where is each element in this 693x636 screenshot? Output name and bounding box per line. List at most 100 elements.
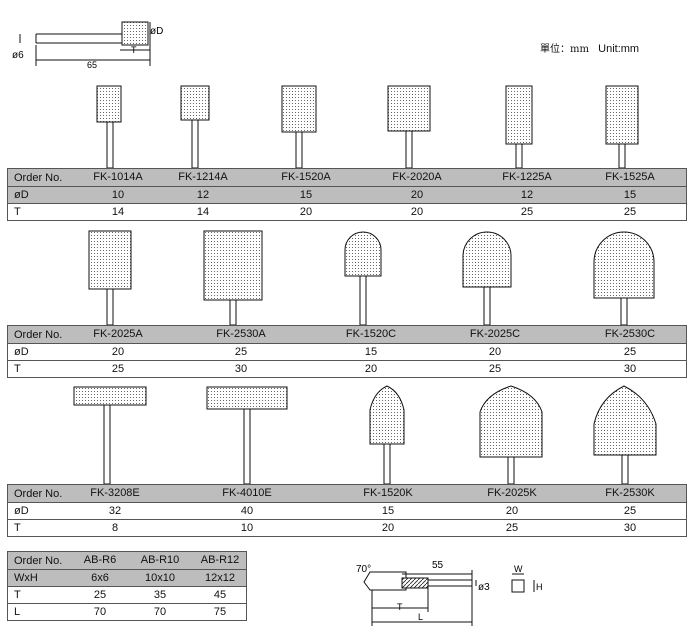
order-cell: FK-2530C — [604, 328, 656, 340]
tool-fk-1525a — [605, 85, 639, 145]
tool-fk-2025a — [88, 230, 132, 290]
diameter-row: øD 32 40 15 20 25 — [8, 502, 686, 519]
tool-fk-1014a — [96, 85, 122, 123]
t-cell: 20 — [299, 206, 313, 218]
order-cell: FK-2025A — [93, 328, 143, 340]
d-cell: 15 — [364, 346, 378, 358]
ab-dimension-diagram: 70° 55 ø3 T L W H — [356, 560, 543, 626]
ab-order-row: Order No. AB-R6 AB-R10 AB-R12 — [8, 552, 246, 569]
ab-order-cell: AB-R10 — [140, 554, 180, 566]
ab-t-row: T 25 35 45 — [8, 586, 246, 603]
order-cell: FK-1520K — [363, 487, 413, 499]
diameter-row: øD 20 25 15 20 25 — [8, 343, 686, 360]
order-cell: FK-2025K — [487, 487, 537, 499]
t-row: T 14 14 20 20 25 25 — [8, 203, 686, 220]
order-row: Order No. FK-3208E FK-4010E FK-1520K FK-… — [8, 485, 686, 502]
tool-fk-1214a — [180, 85, 210, 121]
t-row: T 25 30 20 25 30 — [8, 360, 686, 377]
tool-fk-2025c — [462, 231, 512, 288]
unit-note: 單位：mm Unit:mm — [540, 40, 639, 55]
order-row: Order No. FK-1014A FK-1214A FK-1520A FK-… — [8, 169, 686, 186]
ab-wxh-label: WxH — [14, 572, 38, 584]
tool-fk-2530c — [593, 231, 655, 299]
d-cell: 12 — [520, 189, 534, 201]
t-cell: 30 — [623, 363, 637, 375]
t-cell: 30 — [623, 522, 637, 534]
ab-l-row: L 70 70 75 — [8, 603, 246, 620]
order-cell: FK-1014A — [93, 171, 143, 183]
ab-order-label: Order No. — [14, 554, 63, 567]
table-group-2: Order No. FK-2025A FK-2530A FK-1520C FK-… — [7, 325, 687, 378]
tool-fk-1520c — [344, 231, 382, 277]
t-label: T — [14, 363, 21, 375]
ab-t-cell: 35 — [153, 589, 167, 601]
d-cell: 12 — [196, 189, 210, 201]
order-cell: FK-1525A — [605, 171, 655, 183]
d-cell: 25 — [234, 346, 248, 358]
tool-fk-2530a — [203, 230, 263, 301]
d-label: øD — [14, 189, 29, 201]
t-label: T — [14, 206, 21, 218]
tool-fk-1520a — [281, 85, 317, 133]
order-cell: FK-1520A — [281, 171, 331, 183]
ab-order-cell: AB-R6 — [83, 554, 117, 566]
t-cell: 10 — [240, 522, 254, 534]
ab-l-cell: 70 — [93, 606, 107, 618]
t-cell: 20 — [410, 206, 424, 218]
ab-wxh-cell: 6x6 — [91, 572, 109, 584]
tool-fk-2530k — [593, 385, 657, 456]
d-cell: 20 — [410, 189, 424, 201]
ab-length-label: 55 — [432, 560, 444, 571]
ab-t-cell: 25 — [93, 589, 107, 601]
ab-t-dim-label: T — [397, 602, 403, 612]
ab-w-label: W — [514, 564, 523, 574]
order-cell: FK-2020A — [392, 171, 442, 183]
ab-wxh-cell: 10x10 — [145, 572, 175, 584]
order-cell: FK-1225A — [502, 171, 552, 183]
tool-fk-1225a — [505, 85, 533, 145]
d-cell: 15 — [299, 189, 313, 201]
order-cell: FK-2025C — [469, 328, 521, 340]
dimension-diagram: øD ø6 T 65 — [12, 21, 163, 70]
ab-angle-label: 70° — [356, 564, 371, 575]
ab-l-dim-label: L — [418, 612, 423, 622]
t-cell: 20 — [364, 363, 378, 375]
tool-fk-4010e — [206, 386, 288, 410]
d-cell: 32 — [108, 505, 122, 517]
d-cell: 25 — [623, 346, 637, 358]
d-cell: 15 — [381, 505, 395, 517]
unit-cjk: 單位：mm — [540, 44, 589, 55]
t-cell: 25 — [505, 522, 519, 534]
t-cell: 20 — [381, 522, 395, 534]
table-group-1: Order No. FK-1014A FK-1214A FK-1520A FK-… — [7, 168, 687, 221]
d-cell: 15 — [623, 189, 637, 201]
order-row: Order No. FK-2025A FK-2530A FK-1520C FK-… — [8, 326, 686, 343]
order-cell: FK-4010E — [222, 487, 272, 499]
table-group-3: Order No. FK-3208E FK-4010E FK-1520K FK-… — [7, 484, 687, 537]
order-cell: FK-2530A — [216, 328, 266, 340]
ab-l-cell: 75 — [213, 606, 227, 618]
d-cell: 25 — [623, 505, 637, 517]
ab-t-cell: 45 — [213, 589, 227, 601]
t-row: T 8 10 20 25 30 — [8, 519, 686, 536]
tool-fk-3208e — [73, 386, 147, 406]
t-cell: 30 — [234, 363, 248, 375]
t-cell: 25 — [111, 363, 125, 375]
d-cell: 20 — [488, 346, 502, 358]
tool-fk-2020a — [387, 85, 431, 132]
tool-fk-1520k — [369, 385, 405, 445]
length-label: 65 — [87, 60, 97, 70]
ab-h-label: H — [536, 582, 543, 592]
d-label: øD — [14, 346, 29, 358]
t-cell: 25 — [488, 363, 502, 375]
ab-wxh-row: WxH 6x6 10x10 12x12 — [8, 569, 246, 586]
ab-table: Order No. AB-R6 AB-R10 AB-R12 WxH 6x6 10… — [7, 551, 247, 621]
head-diameter-label: øD — [150, 26, 163, 37]
order-label: Order No. — [14, 171, 63, 184]
diameter-row: øD 10 12 15 20 12 15 — [8, 186, 686, 203]
t-label: T — [131, 45, 137, 55]
ab-l-label: L — [14, 606, 21, 618]
t-cell: 25 — [520, 206, 534, 218]
t-label: T — [14, 522, 21, 534]
